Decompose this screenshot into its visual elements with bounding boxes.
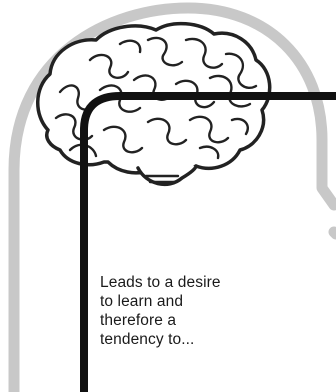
caption-text: Leads to a desire to learn and therefore… (100, 273, 310, 349)
caption-line-3: therefore a (100, 311, 310, 330)
brain-icon (38, 24, 270, 185)
caption-line-2: to learn and (100, 292, 310, 311)
caption-line-4: tendency to... (100, 330, 310, 349)
caption-line-1: Leads to a desire (100, 273, 310, 292)
